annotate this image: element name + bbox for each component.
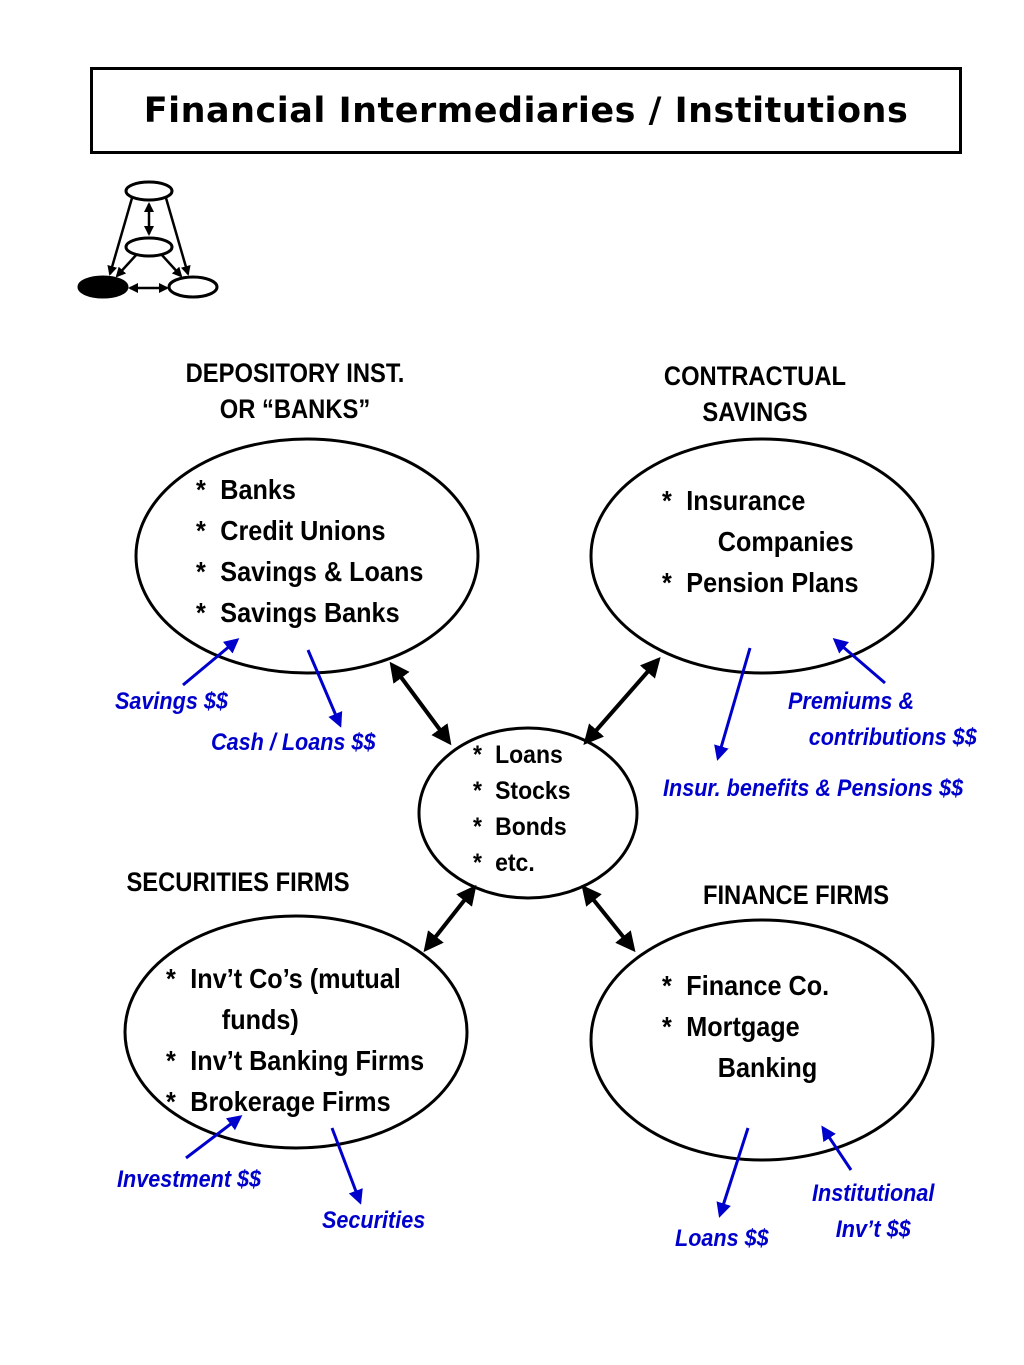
depository-ellipse <box>134 437 480 675</box>
item-label-continued: Companies <box>717 526 854 557</box>
institutional-label: Institutional Inv’t $$ <box>812 1176 934 1248</box>
institutional-label-line2: Inv’t $$ <box>835 1216 911 1243</box>
list-item: * Insurance <box>662 480 859 521</box>
item-label: Inv’t Co’s (mutual <box>190 963 401 994</box>
securities-outflow-arrow <box>330 1127 363 1205</box>
list-item: * Savings & Loans <box>196 551 423 592</box>
contractual-ellipse <box>589 437 935 675</box>
depository-center-arrow <box>389 661 452 746</box>
list-item: * etc. <box>473 845 571 881</box>
savings-label: Savings $$ <box>115 688 228 715</box>
bullet: * <box>662 1011 672 1042</box>
center-ellipse <box>417 726 639 900</box>
list-item: * Brokerage Firms <box>166 1081 424 1122</box>
institutional-inflow-arrow <box>821 1125 853 1171</box>
item-label: Savings & Loans <box>220 556 424 587</box>
list-item: * Bonds <box>473 809 571 845</box>
item-label: Credit Unions <box>220 515 386 546</box>
bullet: * <box>662 970 672 1001</box>
securities-heading: SECURITIES FIRMS <box>99 864 377 900</box>
securities-list: * Inv’t Co’s (mutual funds) * Inv’t Bankin… <box>166 958 424 1122</box>
premiums-inflow-arrow <box>832 638 886 685</box>
contractual-heading: CONTRACTUAL SAVINGS <box>627 358 882 430</box>
institutional-label-line1: Institutional <box>812 1180 935 1207</box>
contractual-heading-line2: SAVINGS <box>702 397 808 427</box>
item-label: Mortgage <box>686 1011 800 1042</box>
contractual-center-arrow <box>583 656 661 746</box>
list-item: * Banks <box>196 469 423 510</box>
contractual-heading-line1: CONTRACTUAL <box>663 361 847 391</box>
securities-ellipse <box>123 914 469 1150</box>
finance-heading: FINANCE FIRMS <box>676 877 915 913</box>
list-item: * Loans <box>473 737 571 773</box>
list-item: * Inv’t Co’s (mutual <box>166 958 424 999</box>
bullet: * <box>166 1045 176 1076</box>
item-label: Pension Plans <box>686 567 859 598</box>
bullet: * <box>196 597 206 628</box>
savings-inflow-arrow <box>182 638 240 687</box>
investment-inflow-arrow <box>185 1115 243 1160</box>
loans-flow-label: Loans $$ <box>675 1225 769 1252</box>
bullet: * <box>196 556 206 587</box>
premiums-label: Premiums & contributions $$ <box>788 684 977 756</box>
item-label-continued: Banking <box>717 1052 818 1083</box>
bullet: * <box>166 1086 176 1117</box>
finance-heading-text: FINANCE FIRMS <box>702 880 890 910</box>
finance-ellipse <box>589 918 935 1162</box>
list-item: * Stocks <box>473 773 571 809</box>
depository-heading: DEPOSITORY INST. OR “BANKS” <box>167 355 422 427</box>
item-label: Brokerage Firms <box>190 1086 391 1117</box>
loans-outflow-arrow <box>716 1127 750 1218</box>
insurance-outflow-arrow <box>714 647 752 761</box>
premiums-label-line1: Premiums & <box>788 688 915 715</box>
cash-loans-label: Cash / Loans $$ <box>211 729 376 756</box>
bullet: * <box>473 777 482 805</box>
list-item: * Finance Co. <box>662 965 829 1006</box>
depository-heading-line2: OR “BANKS” <box>219 394 371 424</box>
list-item: * Savings Banks <box>196 592 423 633</box>
finance-list: * Finance Co. * Mortgage Banking <box>662 965 829 1088</box>
depository-list: * Banks * Credit Unions * Savings & Loans *… <box>196 469 423 633</box>
bullet: * <box>166 963 176 994</box>
cash-loans-outflow-arrow <box>306 649 343 728</box>
securities-heading-text: SECURITIES FIRMS <box>126 867 350 897</box>
depository-heading-line1: DEPOSITORY INST. <box>185 358 405 388</box>
item-label: Insurance <box>686 485 806 516</box>
item-label: Savings Banks <box>220 597 400 628</box>
bullet: * <box>473 741 482 769</box>
item-label: Banks <box>220 474 296 505</box>
securities-center-arrow <box>423 884 477 953</box>
bullet: * <box>473 849 482 877</box>
list-item: * Inv’t Banking Firms <box>166 1040 424 1081</box>
bullet: * <box>196 515 206 546</box>
item-label: Loans <box>495 741 563 769</box>
title-box: Financial Intermediaries / Institutions <box>90 67 962 154</box>
item-label: Inv’t Banking Firms <box>190 1045 425 1076</box>
page-title: Financial Intermediaries / Institutions <box>143 90 909 131</box>
item-label: Stocks <box>495 777 571 805</box>
contractual-list: * Insurance Companies * Pension Plans <box>662 480 859 603</box>
item-label-continued: funds) <box>221 1004 299 1035</box>
list-item: * Mortgage <box>662 1006 829 1047</box>
center-list: * Loans * Stocks * Bonds * etc. <box>473 737 571 881</box>
list-item: * Pension Plans <box>662 562 859 603</box>
bullet: * <box>662 567 672 598</box>
intermediation-logo-icon <box>77 180 219 299</box>
bullet: * <box>196 474 206 505</box>
bullet: * <box>662 485 672 516</box>
list-item: * Credit Unions <box>196 510 423 551</box>
investment-label: Investment $$ <box>117 1166 262 1193</box>
bullet: * <box>473 813 482 841</box>
item-label: etc. <box>495 849 535 877</box>
finance-center-arrow <box>581 884 636 953</box>
securities-flow-label: Securities <box>322 1207 426 1234</box>
item-label: Bonds <box>495 813 567 841</box>
insurance-benefits-label: Insur. benefits & Pensions $$ <box>663 775 964 802</box>
premiums-label-line2: contributions $$ <box>808 724 977 751</box>
item-label: Finance Co. <box>686 970 830 1001</box>
